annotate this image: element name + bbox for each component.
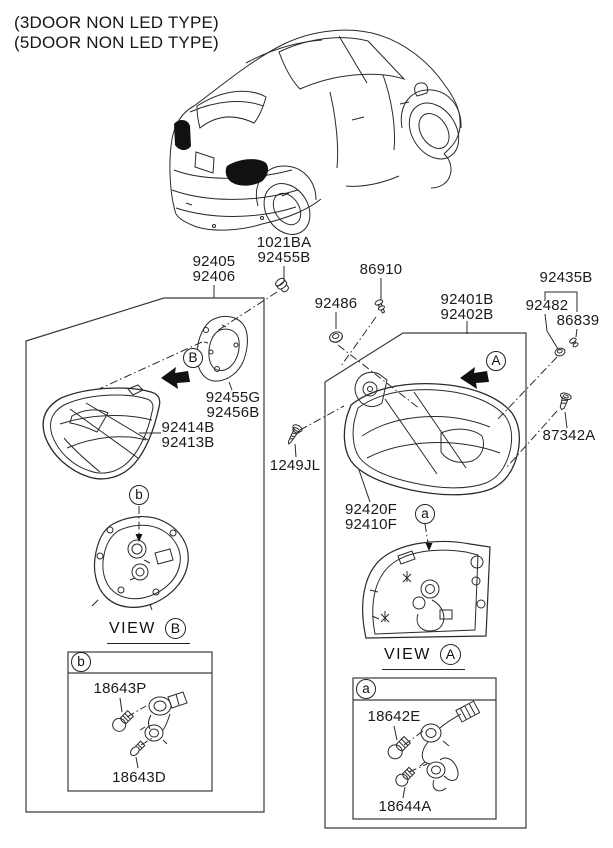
car-tail-lamp-shapes (174, 120, 269, 186)
view-a-label: VIEW A (382, 644, 465, 670)
arrow-b-icon (161, 367, 190, 389)
marker-circle-b: B (183, 348, 203, 368)
car-illustration (169, 29, 462, 235)
screw-87342a-icon (559, 392, 572, 411)
part-label-86910: 86910 (359, 261, 403, 278)
view-a-circle: A (439, 644, 461, 665)
part-label-18642e: 18642E (367, 708, 421, 725)
diagram-title: (3DOOR NON LED TYPE) (5DOOR NON LED TYPE… (14, 13, 219, 53)
grommet-1021ba-icon (275, 277, 289, 293)
marker-circle-lower-b: b (129, 485, 149, 505)
view-b-circle: B (164, 618, 186, 639)
detail-boxes (67, 651, 497, 820)
part-label-1249jl: 1249JL (269, 457, 321, 474)
part-label-92486: 92486 (314, 295, 358, 312)
detail-box-a-marker: a (356, 679, 376, 699)
bulb-set-b-drawing (112, 691, 188, 756)
pointer-arrowheads (135, 534, 433, 551)
bulb-set-a-drawing (387, 700, 481, 792)
part-label-18643p: 18643P (93, 680, 147, 697)
detail-box-b-marker: b (71, 652, 91, 672)
clip-86910-icon (374, 299, 386, 314)
title-line-1: (3DOOR NON LED TYPE) (14, 13, 219, 32)
fastener-icons (275, 277, 579, 445)
part-label-86839: 86839 (556, 312, 600, 329)
part-label-18644a: 18644A (378, 798, 432, 815)
outer-lamp-drawing (343, 371, 520, 496)
part-label-92405-92406: 92405 92406 (192, 253, 236, 285)
part-label-92435b: 92435B (539, 269, 593, 286)
inner-lamp-drawing (42, 384, 161, 480)
view-b-label: VIEW B (107, 618, 190, 644)
view-a-housing-drawing (362, 540, 491, 639)
arrow-a-icon (460, 367, 489, 389)
part-label-18643d: 18643D (112, 769, 166, 786)
group-boxes (25, 297, 527, 829)
part-label-92420f-92410f: 92420F 92410F (344, 501, 398, 533)
part-label-92414b-92413b: 92414B 92413B (161, 419, 215, 451)
part-label-92401b-92402b: 92401B 92402B (440, 291, 494, 323)
part-label-1021ba-92455b: 1021BA 92455B (256, 234, 312, 266)
direction-arrows (161, 367, 489, 389)
part-label-87342a: 87342A (542, 427, 596, 444)
title-line-2: (5DOOR NON LED TYPE) (14, 33, 219, 52)
nut-92482-icon (554, 347, 566, 357)
marker-circle-lower-a: a (415, 504, 435, 524)
marker-circle-a: A (486, 351, 506, 371)
nut-92486-icon (329, 331, 343, 343)
clip-86839-icon (569, 337, 579, 348)
part-label-92482: 92482 (525, 297, 569, 314)
leader-lines (119, 266, 578, 799)
part-label-92455g-92456b: 92455G 92456B (205, 389, 261, 421)
view-b-housing-drawing (91, 516, 189, 611)
screw-1249jl-icon (287, 424, 303, 445)
gasket-92455g-drawing (196, 316, 248, 382)
